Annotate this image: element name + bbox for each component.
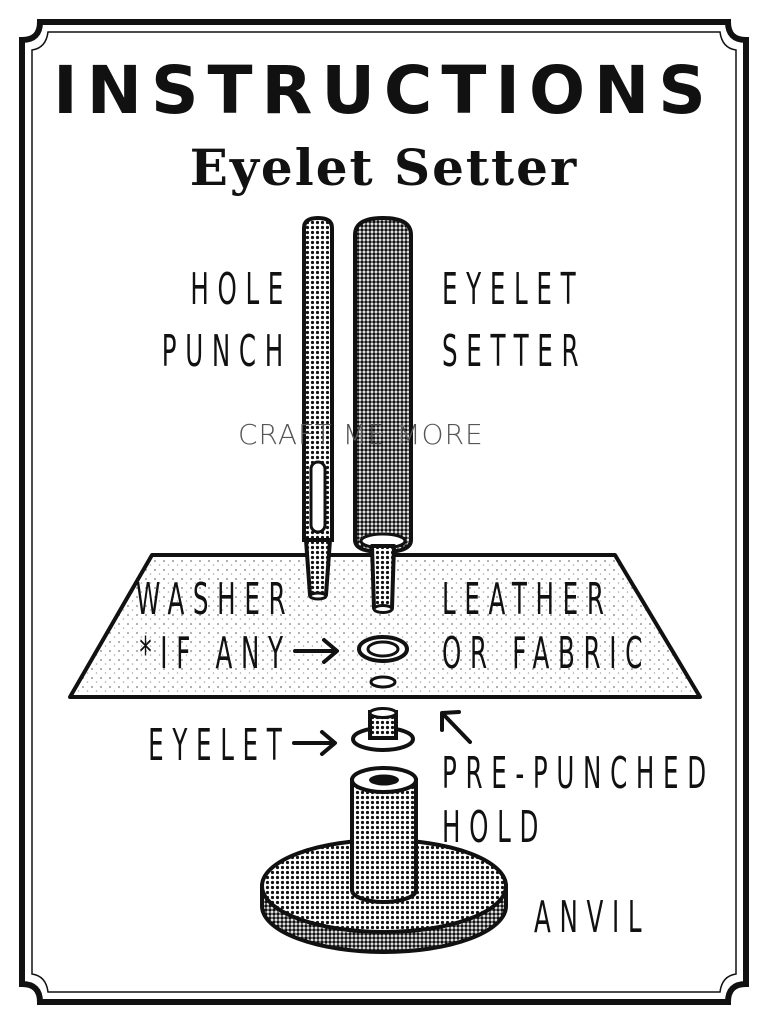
anvil-label: ANVIL [534,892,651,943]
leather-sheet [68,553,702,699]
leather-label-line2: OR FABRIC [442,628,651,679]
poster-frame [19,19,749,1005]
leather-label-line1: LEATHER [442,574,613,625]
washer-part [357,635,409,663]
pre-punched-label-line2: HOLD [442,802,548,853]
washer-label-line2: *IF ANY [139,628,292,679]
eyelet-setter-tool [353,215,413,614]
eyelet-label: EYELET [147,720,290,771]
page-subtitle: Eyelet Setter [189,138,579,197]
page-title: INSTRUCTIONS [53,52,715,129]
pre-punched-label-line1: PRE-PUNCHED [442,748,715,799]
hole-punch-label-line1: HOLE [190,264,292,315]
washer-arrow [293,638,339,664]
anvil-part [260,766,508,954]
eyelet-arrow [292,730,337,756]
eyelet-setter-label-line1: EYELET [442,264,585,315]
hole-punch-label-line2: PUNCH [161,326,292,377]
eyelet-part [351,707,415,752]
hole-punch-tool [302,215,334,601]
brand-logo-text: CRAFT ME MORE [238,418,484,451]
pre-punched-hole [369,675,397,689]
washer-label-line1: WASHER [135,574,294,625]
eyelet-setter-label-line2: SETTER [442,326,588,377]
pre-punched-arrow [440,710,472,744]
